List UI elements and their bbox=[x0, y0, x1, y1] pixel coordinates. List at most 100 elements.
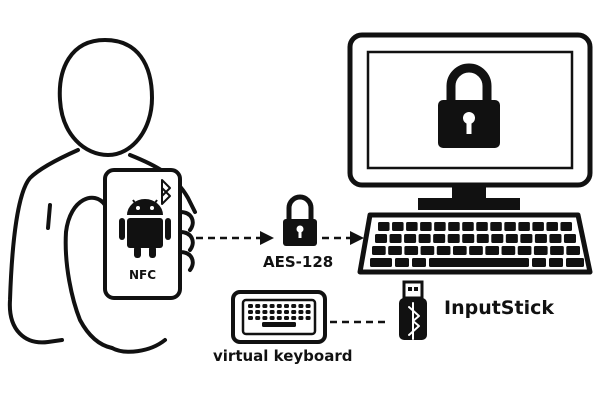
key bbox=[255, 310, 261, 314]
person-head bbox=[57, 38, 154, 157]
key bbox=[546, 222, 558, 231]
padlock-icon bbox=[283, 194, 317, 246]
key bbox=[404, 234, 417, 243]
key bbox=[452, 246, 467, 255]
key bbox=[550, 246, 564, 255]
nfc-label: NFC bbox=[129, 268, 157, 282]
key bbox=[420, 222, 432, 231]
key bbox=[429, 258, 529, 267]
key bbox=[389, 234, 402, 243]
key bbox=[284, 310, 289, 314]
key bbox=[533, 246, 548, 255]
key bbox=[534, 234, 547, 243]
key bbox=[549, 258, 563, 267]
key bbox=[370, 258, 392, 267]
key bbox=[462, 234, 475, 243]
key bbox=[248, 316, 253, 320]
key bbox=[518, 222, 530, 231]
key bbox=[284, 304, 289, 308]
smartphone-icon bbox=[103, 168, 195, 300]
key bbox=[566, 246, 580, 255]
key bbox=[269, 310, 275, 314]
key bbox=[404, 246, 419, 255]
key bbox=[291, 316, 297, 320]
key bbox=[262, 322, 296, 327]
key bbox=[469, 246, 483, 255]
usb-dongle-icon bbox=[399, 280, 427, 340]
key bbox=[549, 234, 562, 243]
key bbox=[501, 246, 516, 255]
key bbox=[434, 222, 446, 231]
key bbox=[447, 234, 460, 243]
key bbox=[291, 310, 297, 314]
key bbox=[375, 234, 388, 243]
key bbox=[392, 222, 404, 231]
arrow-phone-to-lock bbox=[196, 231, 274, 245]
key bbox=[248, 304, 253, 308]
key bbox=[566, 258, 584, 267]
key bbox=[395, 258, 409, 267]
key bbox=[517, 246, 532, 255]
person-arm bbox=[110, 338, 167, 354]
key bbox=[563, 234, 576, 243]
key bbox=[305, 304, 311, 308]
key bbox=[420, 246, 435, 255]
key bbox=[560, 222, 572, 231]
key bbox=[436, 246, 451, 255]
key bbox=[491, 234, 504, 243]
key bbox=[262, 310, 268, 314]
key bbox=[505, 234, 518, 243]
key bbox=[284, 316, 289, 320]
key bbox=[255, 304, 261, 308]
virtual-keyboard-label: virtual keyboard bbox=[213, 347, 353, 365]
keyboard-keys bbox=[370, 222, 584, 267]
padlock-icon bbox=[438, 63, 500, 148]
person-body bbox=[7, 148, 80, 345]
key bbox=[485, 246, 500, 255]
key bbox=[305, 310, 311, 314]
key bbox=[476, 222, 488, 231]
key bbox=[378, 222, 390, 231]
keyboard-icon bbox=[357, 212, 593, 275]
key bbox=[448, 222, 460, 231]
key bbox=[305, 316, 311, 320]
key bbox=[276, 310, 282, 314]
phone-fingers bbox=[178, 210, 195, 272]
key bbox=[388, 246, 402, 255]
keyboard-icon bbox=[231, 290, 327, 344]
key bbox=[433, 234, 446, 243]
key bbox=[532, 222, 544, 231]
key bbox=[462, 222, 474, 231]
virtual-keyboard-keys bbox=[248, 304, 311, 327]
key bbox=[255, 316, 261, 320]
bluetooth-icon bbox=[161, 179, 171, 205]
person-hand bbox=[63, 195, 114, 350]
key bbox=[406, 222, 418, 231]
encryption-label: AES-128 bbox=[263, 253, 334, 271]
key bbox=[298, 316, 304, 320]
monitor-neck bbox=[452, 185, 486, 199]
key bbox=[412, 258, 426, 267]
key bbox=[372, 246, 386, 255]
key bbox=[476, 234, 489, 243]
key bbox=[276, 316, 282, 320]
arrow-lock-to-keyboard bbox=[322, 231, 364, 245]
bluetooth-icon bbox=[408, 302, 420, 340]
key bbox=[504, 222, 516, 231]
key bbox=[418, 234, 431, 243]
key bbox=[262, 316, 268, 320]
key bbox=[269, 304, 275, 308]
key bbox=[490, 222, 502, 231]
key bbox=[248, 310, 253, 314]
desktop-monitor-icon bbox=[347, 32, 593, 210]
android-robot-icon bbox=[119, 199, 171, 258]
person-torso-line bbox=[46, 203, 52, 230]
key bbox=[269, 316, 275, 320]
inputstick-label: InputStick bbox=[444, 297, 554, 319]
key bbox=[276, 304, 282, 308]
key bbox=[520, 234, 533, 243]
key bbox=[262, 304, 268, 308]
key bbox=[298, 310, 304, 314]
key bbox=[532, 258, 546, 267]
